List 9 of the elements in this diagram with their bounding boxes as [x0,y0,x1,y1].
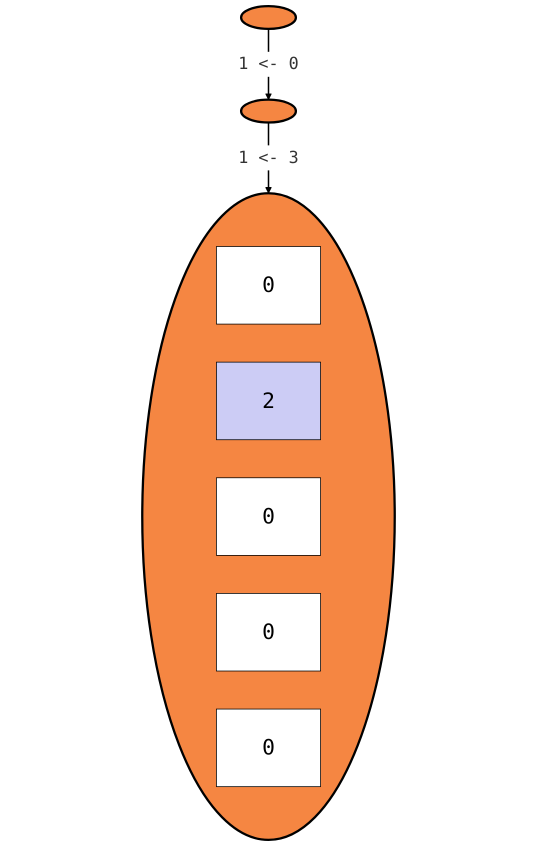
node-ellipse [240,98,298,124]
node-box: 0 [216,477,321,556]
edge-label: 1 <- 0 [238,54,299,74]
node-box: 2 [216,362,321,440]
node-box: 0 [216,246,321,324]
node-box: 0 [216,708,321,788]
node-box: 0 [216,593,321,672]
edge-label: 1 <- 3 [238,148,299,168]
node-ellipse [240,4,298,30]
